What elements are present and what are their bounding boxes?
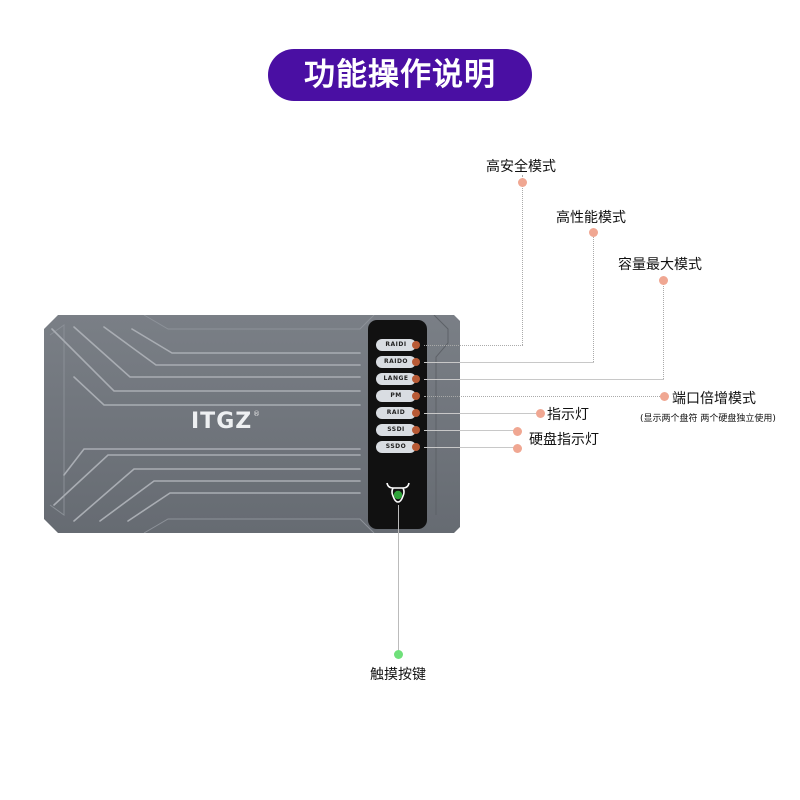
led-large xyxy=(412,375,420,383)
callout-dot-touch-key xyxy=(394,650,403,659)
connector-raid-h xyxy=(424,413,536,414)
callout-dot-max-capacity xyxy=(659,276,668,285)
led-pm xyxy=(412,392,420,400)
label-max-capacity-mode: 容量最大模式 xyxy=(618,257,702,273)
bull-head-icon xyxy=(386,482,410,503)
callout-dot-disk-indicator-2 xyxy=(513,444,522,453)
touch-button[interactable] xyxy=(384,480,412,506)
indicator-ssd0: SSDO xyxy=(376,441,416,453)
led-raid1 xyxy=(412,341,420,349)
connector-touch-v xyxy=(398,505,399,652)
callout-dot-port-multiply xyxy=(660,392,669,401)
indicator-large: LANGE xyxy=(376,373,416,385)
connector-large-h xyxy=(424,379,664,380)
indicator-ssd1: SSDI xyxy=(376,424,416,436)
page-title-pill: 功能操作说明 xyxy=(268,49,532,101)
connector-ssd0-h xyxy=(424,447,514,448)
registered-mark: ® xyxy=(253,410,260,418)
connector-raid0-h xyxy=(424,362,594,363)
indicator-raid1: RAIDI xyxy=(376,339,416,351)
led-raid xyxy=(412,409,420,417)
label-high-security-mode: 高安全模式 xyxy=(486,159,556,175)
connector-large-v xyxy=(663,278,664,379)
connector-ssd1-h xyxy=(424,430,514,431)
led-ssd0 xyxy=(412,443,420,451)
indicator-raid: RAID xyxy=(376,407,416,419)
indicator-raid0: RAIDO xyxy=(376,356,416,368)
connector-pm-h xyxy=(424,396,664,397)
indicator-pm: PM xyxy=(376,390,416,402)
led-ssd1 xyxy=(412,426,420,434)
callout-dot-high-performance xyxy=(589,228,598,237)
label-high-performance-mode: 高性能模式 xyxy=(556,210,626,226)
device-body-shape xyxy=(44,315,460,533)
label-indicator: 指示灯 xyxy=(547,407,589,423)
label-touch-key: 触摸按键 xyxy=(370,667,426,683)
device-enclosure xyxy=(44,315,460,533)
label-port-multiply-mode: 端口倍增模式 xyxy=(672,391,756,407)
label-disk-indicator: 硬盘指示灯 xyxy=(529,432,599,448)
connector-raid1-h xyxy=(424,345,523,346)
connector-raid0-v xyxy=(593,230,594,362)
callout-dot-indicator xyxy=(536,409,545,418)
led-raid0 xyxy=(412,358,420,366)
label-port-multiply-note: (显示两个盘符 两个硬盘独立使用) xyxy=(640,414,776,424)
callout-dot-high-security xyxy=(518,178,527,187)
connector-raid1-v xyxy=(522,175,523,345)
brand-logo: ITGZ xyxy=(191,409,253,434)
callout-dot-disk-indicator-1 xyxy=(513,427,522,436)
